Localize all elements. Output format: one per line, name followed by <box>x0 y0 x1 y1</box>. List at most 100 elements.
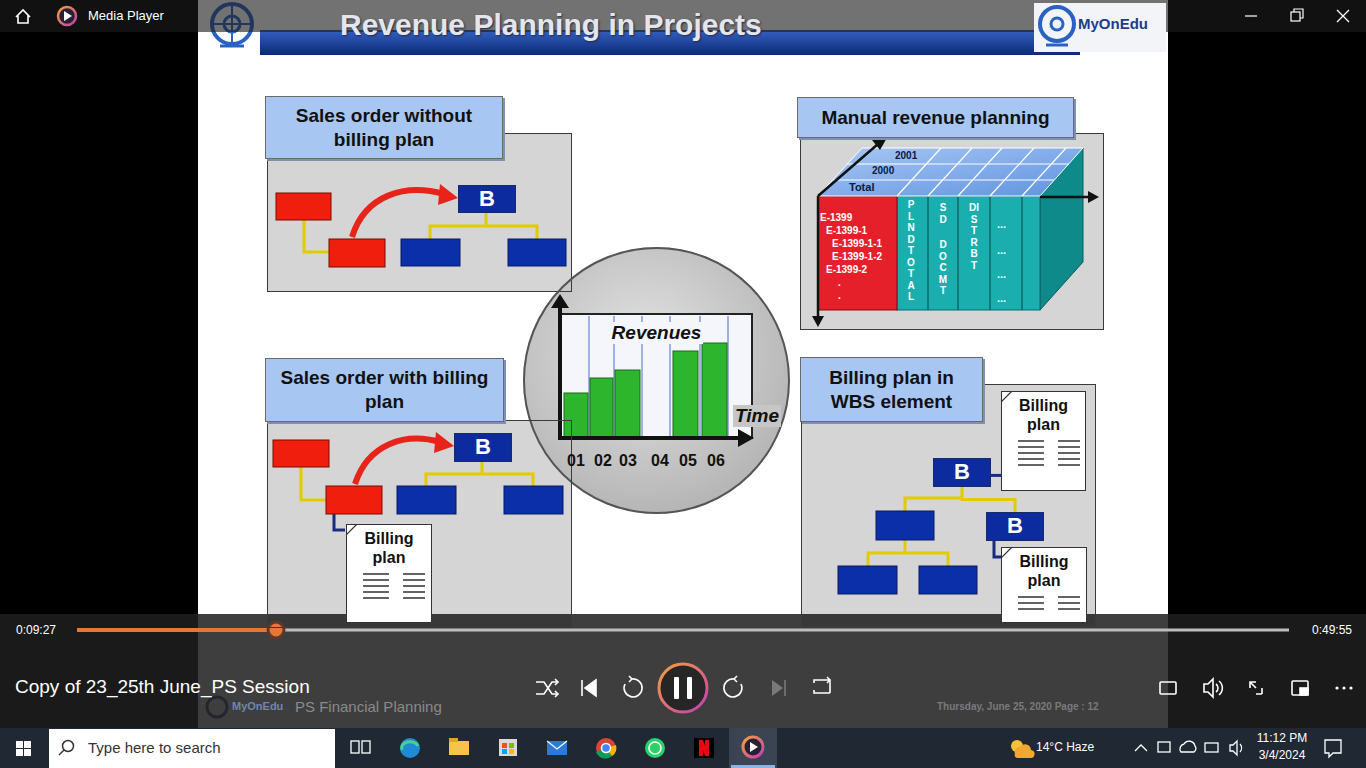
revenue-chart-part-part <box>590 378 613 438</box>
taskbar-part <box>63 741 74 752</box>
text-label: MyOnEdu <box>232 700 283 713</box>
title-bar-part <box>1294 9 1303 18</box>
wbs-structure-part <box>838 566 897 594</box>
player-controls-bar-part-part <box>624 676 642 697</box>
planning-cube-part <box>928 196 1022 310</box>
taskbar-part <box>547 741 567 749</box>
text-line <box>1018 609 1044 610</box>
text-label: E-1399-2 <box>826 264 867 276</box>
billing-plan-document: Billing plan <box>346 524 432 623</box>
panel-backgrounds-part <box>800 133 1104 330</box>
connector-line <box>991 474 1001 477</box>
text-line <box>1018 441 1044 442</box>
player-controls-bar-part-part <box>536 682 558 694</box>
taskbar-part <box>750 742 758 752</box>
folded-corner <box>1001 391 1013 403</box>
text-line <box>1018 603 1044 604</box>
text-label: 0:09:27 <box>16 623 56 637</box>
revenue-chart-part-part <box>564 393 588 438</box>
taskbar-part <box>509 749 514 754</box>
text-label: 14°C Haze <box>1036 740 1094 754</box>
panel-heading: Billing plan in WBS element <box>800 357 983 422</box>
planning-cube-part <box>812 136 1099 327</box>
connector-line <box>994 541 1001 557</box>
text-label: . <box>838 290 841 302</box>
box-letter: B <box>1007 514 1023 538</box>
taskbar-part <box>0 728 1366 768</box>
title-bar-part <box>1245 15 1257 16</box>
revenue-chart <box>523 247 789 513</box>
taskbar-part-part <box>351 741 359 753</box>
text-label: 11:12 PM <box>1257 731 1307 745</box>
sales-order-structure-1-part <box>486 226 537 239</box>
planning-cube-part-part <box>817 196 820 318</box>
taskbar-part <box>400 738 420 758</box>
player-controls-bar-part <box>0 614 1366 728</box>
taskbar-part <box>509 743 514 748</box>
folded-corner-line <box>1001 547 1012 558</box>
vertical-column-label: DOCMT <box>938 239 948 297</box>
sales-order-structure-2-part <box>434 432 454 453</box>
vertical-column-label: SD <box>938 202 948 225</box>
taskbar <box>0 728 1366 768</box>
taskbar-part <box>499 739 517 756</box>
text-label: ... <box>997 218 1006 231</box>
text-label: Thursday, June 25, 2020 Page : 12 <box>937 701 1099 713</box>
taskbar-part <box>596 738 616 758</box>
player-controls-bar-part-part <box>581 680 583 696</box>
taskbar-part-part <box>1325 740 1341 757</box>
text-line <box>1058 441 1080 442</box>
planning-cube-part <box>818 148 1083 196</box>
title-bar-part <box>1337 10 1349 22</box>
planning-cube-part-part <box>1088 191 1099 203</box>
text-label: 2001 <box>895 150 917 162</box>
panel-heading: Sales order without billing plan <box>265 96 503 159</box>
player-controls-bar-part <box>1335 686 1338 689</box>
taskbar-part <box>502 743 507 748</box>
player-controls-bar-part <box>268 622 284 638</box>
taskbar-part-part <box>1180 741 1196 752</box>
taskbar-part-part <box>1230 741 1242 755</box>
chart-title: Revenues <box>610 322 704 344</box>
folded-corner <box>1001 547 1013 559</box>
vertical-column-label: DISTRBT <box>969 202 979 271</box>
text-label: 3/4/2024 <box>1259 748 1306 762</box>
planning-cube-part-part <box>957 196 959 310</box>
planning-cube-part-part <box>927 196 929 310</box>
revenue-chart-part-part <box>673 351 698 438</box>
text-label: 0:49:55 <box>1312 623 1352 637</box>
text-line <box>363 574 389 575</box>
player-controls-bar-part-part <box>555 679 558 697</box>
sales-order-structure-1-part <box>438 184 458 205</box>
wbs-element-box: B <box>458 185 516 213</box>
sales-order-structure-2 <box>273 432 563 530</box>
logo-right <box>1034 3 1166 52</box>
text-label: 04 <box>651 451 669 470</box>
planning-cube-part-part <box>989 196 991 310</box>
sales-order-structure-1-part <box>430 212 486 239</box>
text-line <box>403 598 425 599</box>
title-bar-part <box>1291 12 1300 21</box>
axis-title: Time <box>733 405 781 427</box>
sales-order-structure-2-part <box>326 486 382 514</box>
text-label: . <box>838 277 841 289</box>
planning-cube-part-part <box>1022 148 1066 196</box>
text-label: 06 <box>707 451 725 470</box>
sales-order-structure-1-part <box>401 239 460 266</box>
player-controls-bar-part <box>1349 686 1352 689</box>
taskbar-part <box>1135 740 1341 757</box>
revenue-chart-part <box>560 314 752 438</box>
panel-box: Billing plan in WBS elementBilling planB… <box>801 384 1096 627</box>
logo-right-part <box>1046 44 1068 47</box>
revenue-chart-part-part <box>615 370 640 438</box>
taskbar-part-part <box>1158 742 1170 752</box>
taskbar-part <box>449 738 458 742</box>
text-label: 01 <box>567 451 585 470</box>
text-line <box>363 598 389 599</box>
player-controls-bar-part-part <box>1300 688 1308 695</box>
taskbar-part <box>351 741 370 753</box>
wbs-structure-part <box>919 566 977 594</box>
text-line <box>1058 447 1080 448</box>
text-line <box>363 586 389 587</box>
sales-order-structure-2-part <box>355 439 440 484</box>
